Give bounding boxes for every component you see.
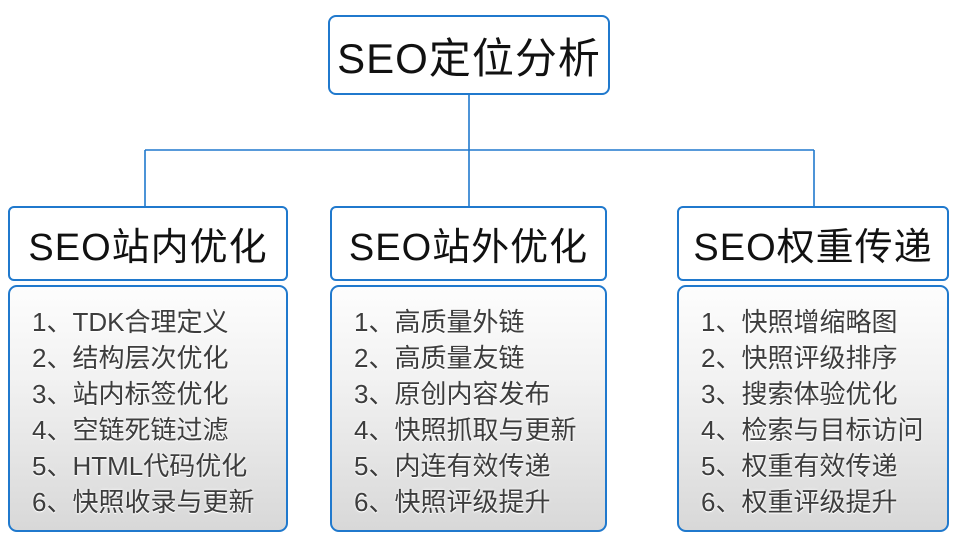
list-item: 6、权重评级提升 xyxy=(701,487,898,517)
list-item: 4、空链死链过滤 xyxy=(32,415,229,445)
list-item: 2、高质量友链 xyxy=(354,343,525,373)
branch-header-weight: SEO权重传递 xyxy=(677,206,949,281)
branch-list-onsite: 1、TDK合理定义 2、结构层次优化 3、站内标签优化 4、空链死链过滤 5、H… xyxy=(8,285,288,532)
list-item: 4、快照抓取与更新 xyxy=(354,415,577,445)
branch-header-offsite: SEO站外优化 xyxy=(330,206,607,281)
branch-title-onsite: SEO站内优化 xyxy=(28,227,268,269)
list-item: 1、快照增缩略图 xyxy=(701,307,898,337)
list-item: 6、快照评级提升 xyxy=(354,487,551,517)
root-node-title: SEO定位分析 xyxy=(337,34,601,82)
branch-list-offsite: 1、高质量外链 2、高质量友链 3、原创内容发布 4、快照抓取与更新 5、内连有… xyxy=(330,285,607,532)
root-node: SEO定位分析 xyxy=(328,15,610,95)
branch-list-weight: 1、快照增缩略图 2、快照评级排序 3、搜索体验优化 4、检索与目标访问 5、权… xyxy=(677,285,949,532)
list-item: 5、HTML代码优化 xyxy=(32,451,248,481)
list-item: 6、快照收录与更新 xyxy=(32,487,255,517)
list-item: 2、结构层次优化 xyxy=(32,343,229,373)
list-item: 5、内连有效传递 xyxy=(354,451,551,481)
list-item: 3、原创内容发布 xyxy=(354,379,551,409)
list-item: 1、TDK合理定义 xyxy=(32,307,229,337)
list-item: 3、搜索体验优化 xyxy=(701,379,898,409)
branch-title-offsite: SEO站外优化 xyxy=(348,227,589,269)
branch-title-weight: SEO权重传递 xyxy=(693,227,933,269)
list-item: 3、站内标签优化 xyxy=(32,379,229,409)
list-item: 4、检索与目标访问 xyxy=(701,415,924,445)
list-item: 1、高质量外链 xyxy=(354,307,525,337)
list-item: 5、权重有效传递 xyxy=(701,451,898,481)
branch-header-onsite: SEO站内优化 xyxy=(8,206,288,281)
list-item: 2、快照评级排序 xyxy=(701,343,898,373)
